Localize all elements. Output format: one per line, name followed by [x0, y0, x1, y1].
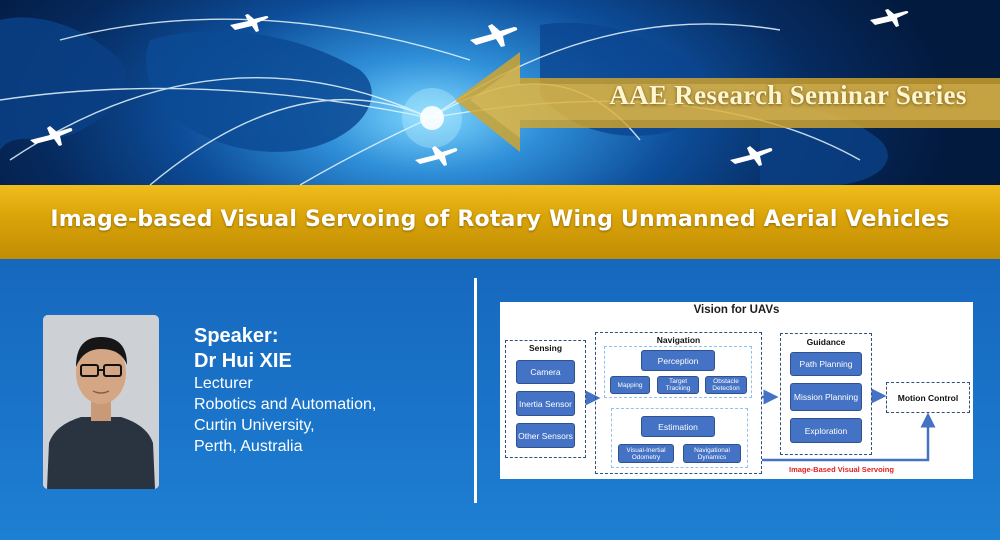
diagram-title: Vision for UAVs	[693, 304, 780, 316]
speaker-location: Perth, Australia	[194, 438, 303, 455]
image-based-visual-servoing-label: Image-Based Visual Servoing	[789, 465, 894, 474]
obstacle-detection-box: Obstacle Detection	[705, 376, 747, 394]
motion-control-group	[886, 382, 970, 413]
speaker-position: Lecturer	[194, 375, 253, 392]
speaker-department: Robotics and Automation,	[194, 396, 377, 413]
estimation-subgroup	[611, 408, 748, 468]
seminar-series-title: AAE Research Seminar Series	[609, 80, 967, 110]
target-tracking-box: Target Tracking	[657, 376, 699, 394]
vision-for-uavs-diagram: Vision for UAVs Sensing Camera Inertia S…	[500, 302, 973, 479]
vertical-divider	[474, 278, 477, 503]
talk-title: Image-based Visual Servoing of Rotary Wi…	[50, 207, 950, 232]
inertia-sensor-box: Inertia Sensor	[516, 391, 575, 416]
globe-flight-paths-illustration	[0, 9, 1000, 185]
talk-title-band: Image-based Visual Servoing of Rotary Wi…	[0, 185, 1000, 259]
navigation-label: Navigation	[656, 335, 701, 345]
perception-box: Perception	[641, 350, 715, 371]
mapping-box: Mapping	[610, 376, 650, 394]
sensing-group	[505, 340, 586, 458]
speaker-info: Speaker: Dr Hui XIE Lecturer Robotics an…	[194, 324, 376, 457]
guidance-group	[780, 333, 872, 455]
path-planning-box: Path Planning	[790, 352, 862, 376]
navigational-dynamics-box: Navigational Dynamics	[683, 444, 741, 463]
motion-control-label: Motion Control	[897, 392, 959, 403]
speaker-name: Dr Hui XIE	[194, 350, 292, 372]
other-sensors-box: Other Sensors	[516, 423, 575, 448]
speaker-label: Speaker:	[194, 325, 279, 347]
banner: AAE Research Seminar Series	[0, 0, 1000, 185]
perception-subgroup	[604, 346, 752, 398]
sensing-label: Sensing	[528, 343, 563, 353]
guidance-label: Guidance	[806, 337, 846, 347]
camera-box: Camera	[516, 360, 575, 384]
speaker-university: Curtin University,	[194, 417, 315, 434]
navigation-group	[595, 332, 762, 474]
speaker-photo	[43, 315, 159, 489]
mission-planning-box: Mission Planning	[790, 383, 862, 411]
estimation-box: Estimation	[641, 416, 715, 437]
exploration-box: Exploration	[790, 418, 862, 443]
diagram-arrows	[585, 388, 936, 462]
visual-inertial-odometry-box: Visual-Inertial Odometry	[618, 444, 674, 463]
